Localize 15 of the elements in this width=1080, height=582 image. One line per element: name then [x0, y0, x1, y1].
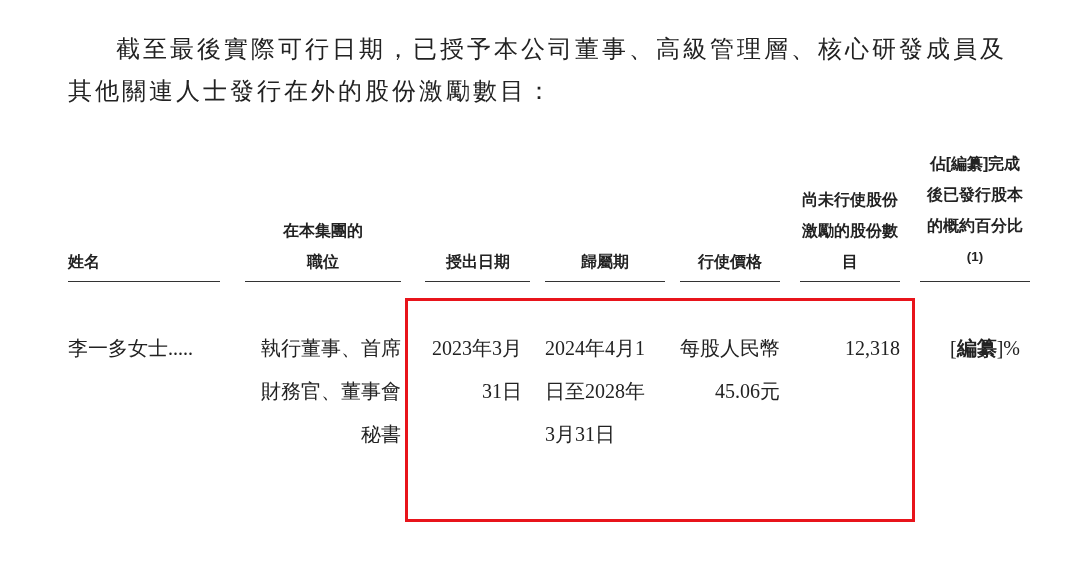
- highlight-frame: [405, 298, 915, 522]
- table-cell-text: 李一多女士.....: [68, 336, 194, 361]
- table-cell-text: 2023年3月31日: [431, 336, 522, 404]
- column-header: 尚未行使股份激勵的股份數目: [801, 190, 899, 272]
- column-header: 授出日期: [425, 246, 530, 282]
- column-header: 姓名: [68, 246, 220, 282]
- column-header: 在本集團的職位: [283, 221, 363, 272]
- table-cell-text: [編纂]%: [949, 336, 1020, 361]
- intro-paragraph: 截至最後實際可行日期，已授予本公司董事、高級管理層、核心研發成員及其他關連人士發行在外的股份激勵數目：: [68, 34, 1008, 107]
- column-header: 歸屬期: [545, 246, 665, 282]
- table-cell-text: 12,318: [844, 336, 900, 361]
- table-cell-text: 每股人民幣45.06元: [679, 336, 780, 404]
- table-cell-text: 執行董事、首席財務官、董事會秘書: [260, 336, 401, 447]
- table-cell-text: 2024年4月1日至2028年3月31日: [545, 336, 645, 447]
- column-header: 行使價格: [680, 246, 780, 282]
